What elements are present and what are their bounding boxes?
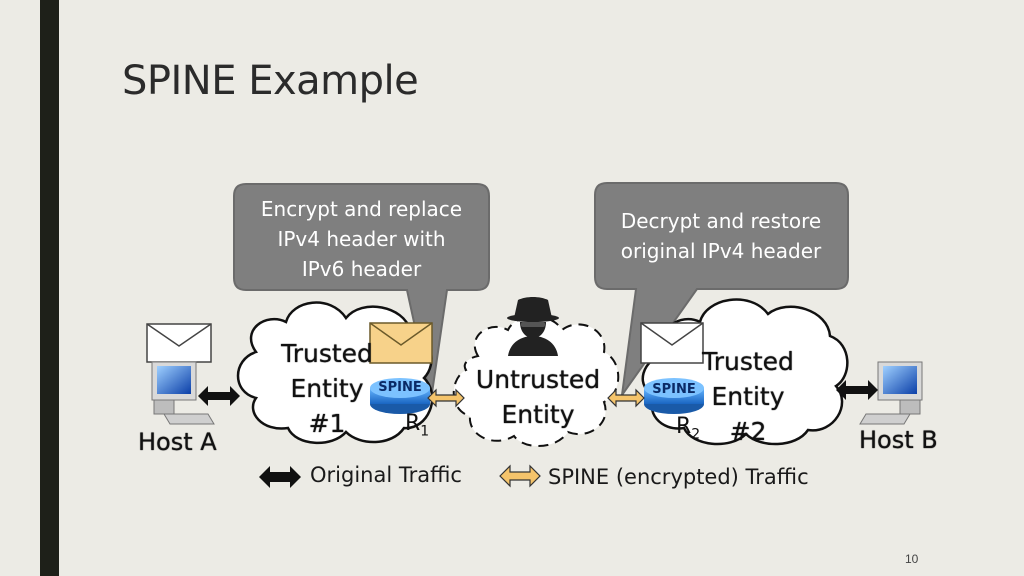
callout-right-line-1: Decrypt and restore [620, 209, 822, 233]
slide-title: SPINE Example [122, 58, 419, 104]
envelope-icon-r2 [640, 322, 704, 364]
legend-original-text: Original Traffic [310, 463, 462, 487]
original-arrow-host-a [198, 386, 240, 406]
trusted-entity-1-label: Trusted Entity #1 [262, 336, 392, 441]
callout-left-line-1: Encrypt and replace [260, 197, 463, 221]
legend-spine-arrow [499, 464, 541, 488]
trusted-2-line-2: Entity [711, 382, 785, 411]
router-r2-sub: 2 [691, 426, 701, 443]
host-b-label: Host B [859, 426, 938, 454]
legend-spine-text: SPINE (encrypted) Traffic [548, 465, 809, 489]
spine-arrow-left [427, 388, 465, 408]
router-icon-r1 [370, 378, 430, 414]
callout-left-text: Encrypt and replace IPv4 header with IPv… [240, 194, 483, 284]
trusted-2-line-3: #2 [729, 417, 767, 446]
callout-left-line-3: IPv6 header [301, 257, 422, 281]
trusted-entity-2-label: Trusted Entity #2 [686, 344, 810, 449]
legend-original-arrow [259, 466, 301, 488]
trusted-1-line-3: #1 [308, 409, 346, 438]
router-r2-badge: SPINE [652, 382, 696, 397]
callout-left-line-2: IPv4 header with [277, 227, 446, 251]
original-arrow-host-b [836, 380, 878, 400]
untrusted-line-1: Untrusted [475, 365, 601, 394]
trusted-2-line-1: Trusted [702, 347, 794, 376]
untrusted-entity-label: Untrusted Entity [466, 362, 610, 432]
slide-side-bar [40, 0, 59, 576]
computer-icon-host-b [859, 361, 923, 425]
callout-right-line-2: original IPv4 header [620, 239, 822, 263]
untrusted-line-2: Entity [501, 400, 575, 429]
envelope-icon-encrypted [369, 322, 433, 364]
spy-icon [507, 297, 559, 356]
trusted-1-line-1: Trusted [281, 339, 373, 368]
computer-icon-host-a [151, 361, 215, 425]
router-r1-sub: 1 [420, 423, 430, 440]
envelope-icon-host-a [146, 323, 212, 363]
callout-right-text: Decrypt and restore original IPv4 header [600, 206, 842, 266]
router-r2-label: R2 [676, 414, 700, 442]
router-r1-badge: SPINE [378, 380, 422, 395]
host-a-label: Host A [138, 428, 217, 456]
router-icon-r2 [644, 378, 704, 414]
spine-arrow-right [607, 388, 645, 408]
trusted-1-line-2: Entity [290, 374, 364, 403]
router-r1-label: R1 [405, 411, 429, 439]
router-r1-letter: R [405, 411, 421, 436]
page-number: 10 [905, 552, 919, 566]
router-r2-letter: R [676, 414, 692, 439]
